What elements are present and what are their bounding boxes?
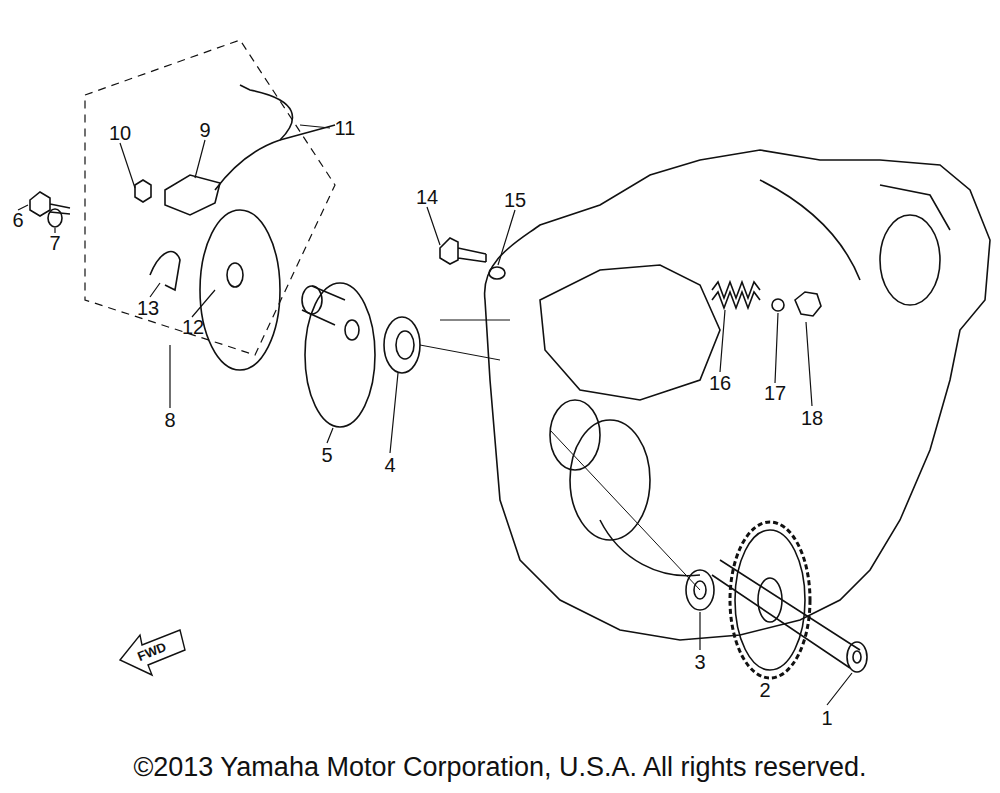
callout-number: 6 bbox=[12, 210, 23, 230]
callout-number: 1 bbox=[821, 708, 832, 728]
callout-number: 11 bbox=[335, 118, 356, 138]
callout-number: 7 bbox=[49, 233, 60, 253]
callout-number: 5 bbox=[321, 445, 332, 465]
callout-number: 8 bbox=[164, 410, 175, 430]
callout-number: 18 bbox=[801, 408, 823, 428]
callout-number: 2 bbox=[759, 680, 770, 700]
callout-number: 15 bbox=[504, 190, 526, 210]
callout-number: 9 bbox=[199, 120, 210, 140]
callout-number: 12 bbox=[182, 317, 204, 337]
callout-number: 17 bbox=[764, 383, 786, 403]
callout-number: 10 bbox=[109, 123, 131, 143]
copyright-caption: ©2013 Yamaha Motor Corporation, U.S.A. A… bbox=[0, 752, 1000, 783]
callout-number: 16 bbox=[709, 373, 731, 393]
callout-number: 3 bbox=[694, 652, 705, 672]
callout-number: 14 bbox=[416, 187, 438, 207]
callout-number: 13 bbox=[137, 298, 159, 318]
callout-number: 4 bbox=[384, 455, 395, 475]
